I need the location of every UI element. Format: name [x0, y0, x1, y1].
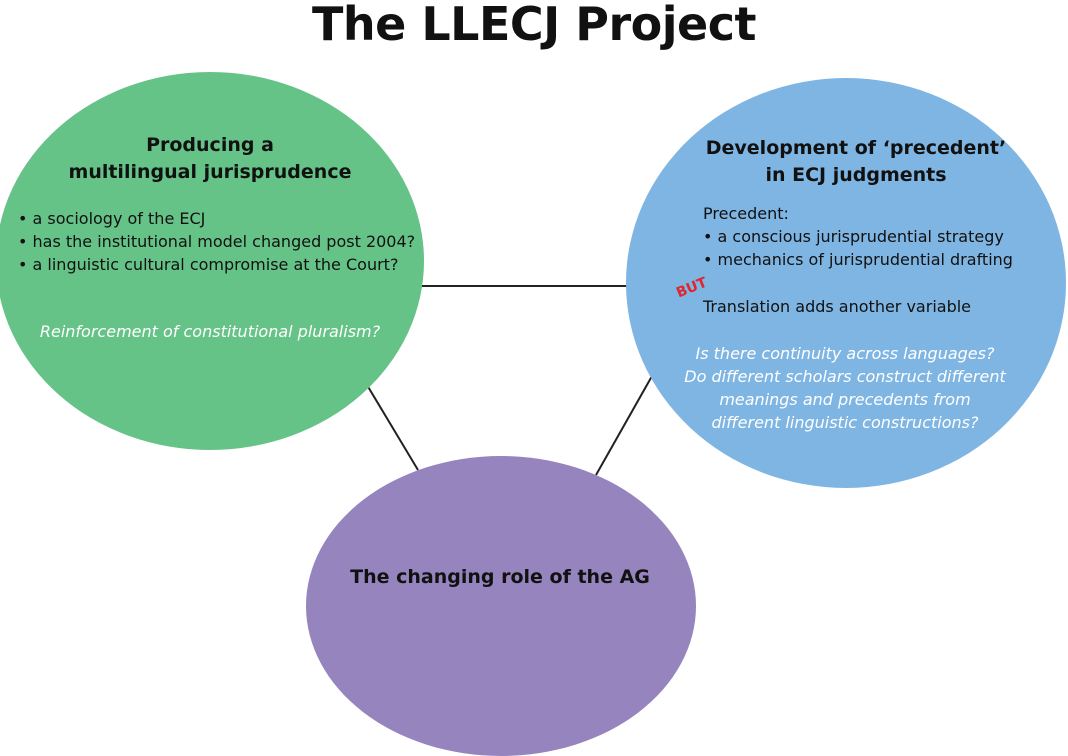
node-multilingual-bullets: • a sociology of the ECJ • has the insti… — [18, 207, 415, 276]
node-multilingual-circle — [0, 72, 424, 450]
connector-blue-purple — [595, 375, 653, 476]
node-precedent-heading: Development of ‘precedent’ in ECJ judgme… — [676, 135, 1036, 189]
node-ag-role-circle — [306, 456, 696, 756]
bullet-item: • a linguistic cultural compromise at th… — [18, 255, 399, 274]
node-ag-role-heading: The changing role of the AG — [350, 566, 650, 588]
node-multilingual-heading-line2: multilingual jurisprudence — [68, 161, 352, 183]
question-line: Is there continuity across languages? — [695, 344, 995, 363]
question-line: Do different scholars construct differen… — [684, 367, 1006, 386]
node-precedent-bullets: • a conscious jurisprudential strategy •… — [703, 225, 1013, 271]
node-precedent-heading-line2: in ECJ judgments — [765, 164, 947, 186]
page-title: The LLECJ Project — [312, 0, 757, 51]
node-precedent-circle — [626, 78, 1066, 488]
bullet-item: • a conscious jurisprudential strategy — [703, 227, 1004, 246]
connector-green-purple — [366, 384, 419, 471]
connector-lines — [366, 285, 653, 476]
question-line: different linguistic constructions? — [711, 413, 979, 432]
bullet-item: • has the institutional model changed po… — [18, 232, 416, 251]
node-precedent-questions: Is there continuity across languages? Do… — [660, 342, 1030, 434]
node-multilingual-heading: Producing a multilingual jurisprudence — [30, 132, 390, 186]
bullet-item: • a sociology of the ECJ — [18, 209, 206, 228]
bullet-item: • mechanics of jurisprudential drafting — [703, 250, 1013, 269]
node-precedent-lead: Precedent: — [703, 204, 789, 223]
node-precedent-heading-line1: Development of ‘precedent’ — [705, 137, 1007, 159]
question-line: meanings and precedents from — [719, 390, 971, 409]
node-precedent-translation: Translation adds another variable — [703, 297, 972, 316]
node-multilingual-note: Reinforcement of constitutional pluralis… — [39, 322, 381, 341]
node-multilingual-heading-line1: Producing a — [146, 134, 274, 156]
